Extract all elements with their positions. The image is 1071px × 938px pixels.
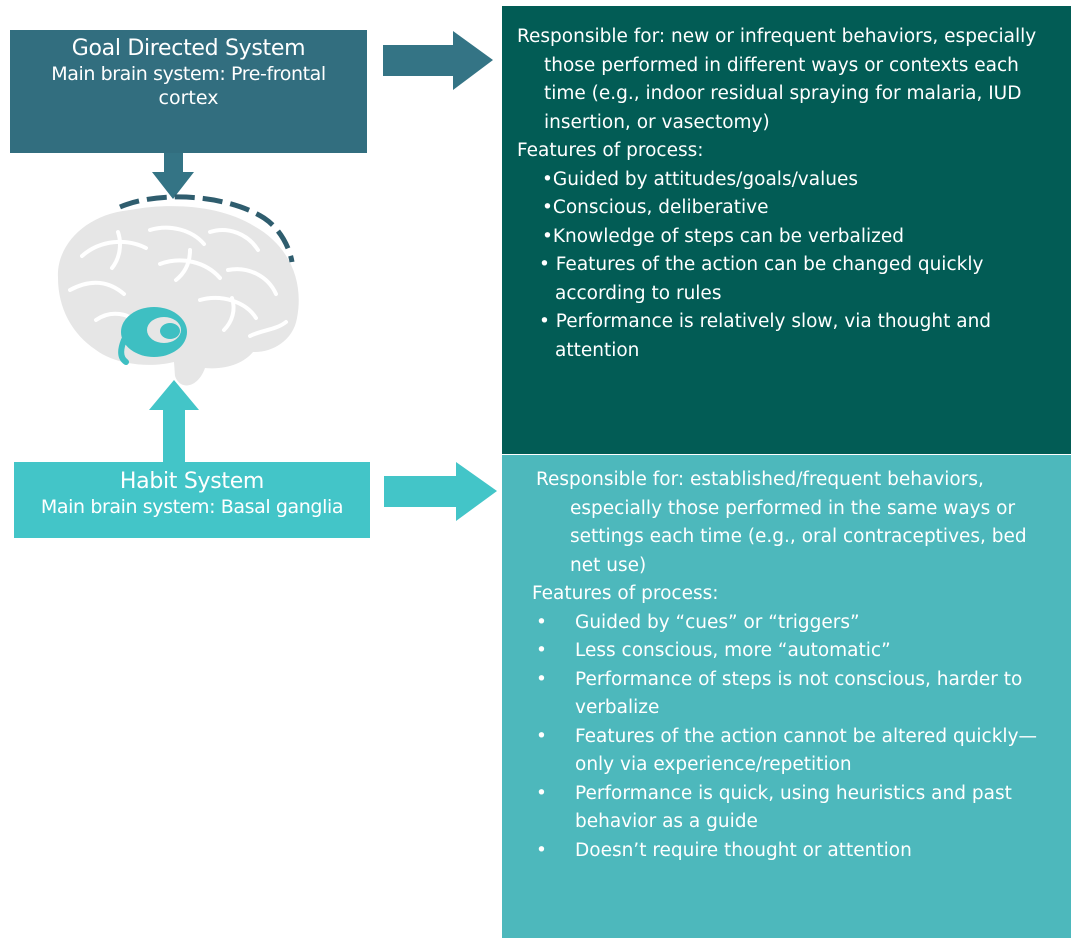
habit-feature-item: Guided by “cues” or “triggers”	[536, 609, 1059, 638]
habit-feature-item: Less conscious, more “automatic”	[536, 637, 1059, 666]
goal-system-title: Goal Directed System	[71, 36, 306, 61]
goal-responsible-text: Responsible for: new or infrequent behav…	[517, 26, 1037, 133]
goal-feature-item: •Knowledge of steps can be verbalized	[542, 225, 904, 247]
goal-system-subtitle-line2: cortex	[158, 87, 219, 109]
goal-down-arrow	[152, 153, 194, 199]
basal-ganglia-icon	[118, 307, 187, 365]
habit-responsible-text: Responsible for: established/frequent be…	[536, 469, 1027, 576]
habit-feature-item: Performance of steps is not conscious, h…	[536, 666, 1059, 723]
habit-system-title: Habit System	[119, 469, 265, 494]
habit-system-label: Habit System Main brain system: Basal ga…	[14, 462, 370, 538]
goal-system-label: Goal Directed System Main brain system: …	[10, 30, 367, 153]
goal-feature-item: • Performance is relatively slow, via th…	[539, 311, 992, 361]
goal-feature-item: •Guided by attitudes/goals/values	[542, 168, 858, 190]
habit-right-arrow	[384, 462, 497, 521]
brain-icon	[57, 194, 299, 386]
goal-feature-item: •Conscious, deliberative	[542, 197, 769, 218]
goal-right-arrow	[383, 31, 493, 90]
goal-system-panel: Responsible for: new or infrequent behav…	[502, 6, 1071, 454]
habit-feature-item: Performance is quick, using heuristics a…	[536, 780, 1059, 837]
habit-feature-item: Features of the action cannot be altered…	[536, 723, 1059, 780]
habit-system-panel: Responsible for: established/frequent be…	[502, 455, 1071, 938]
goal-feature-item: • Features of the action can be changed …	[539, 254, 984, 304]
habit-feature-item: Doesn’t require thought or attention	[536, 837, 1059, 866]
habit-up-arrow	[149, 380, 199, 462]
habit-features-list: Guided by “cues” or “triggers” Less cons…	[536, 609, 1059, 866]
goal-system-subtitle-line1: Main brain system: Pre-frontal	[51, 63, 326, 85]
goal-features-heading: Features of process:	[517, 140, 704, 161]
habit-system-subtitle: Main brain system: Basal ganglia	[40, 496, 344, 518]
habit-features-heading: Features of process:	[532, 583, 719, 604]
